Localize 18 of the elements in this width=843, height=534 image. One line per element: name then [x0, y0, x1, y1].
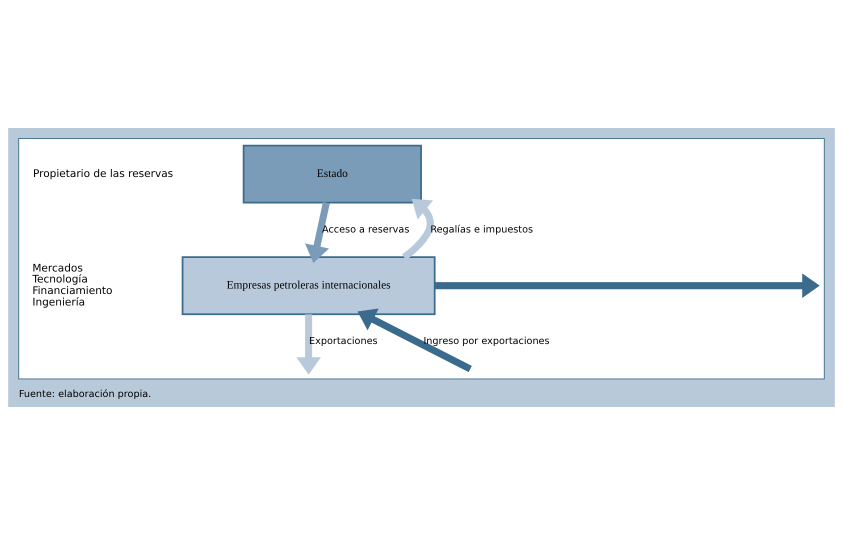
node-box: Empresas petroleras internacionales: [182, 256, 436, 315]
node-box: Estado: [242, 144, 422, 204]
label: Propietario de las reservas: [32, 167, 174, 180]
edge-label: Regalías e impuestos: [430, 224, 534, 235]
edge-label: Acceso a reservas: [322, 224, 410, 235]
arrow: [402, 198, 434, 260]
arrow: [296, 314, 321, 374]
arrow: [358, 308, 472, 372]
node-label: Mercados: [32, 262, 83, 274]
caption: Fuente: elaboración propia.: [18, 388, 152, 400]
node-label: Ingeniería: [32, 296, 86, 308]
cluster: [18, 138, 825, 379]
node-label: Financiamiento: [32, 284, 112, 297]
edge-label: Exportaciones: [309, 335, 378, 346]
arrow: [434, 272, 820, 298]
edge-label: Ingreso por exportaciones: [423, 335, 550, 346]
arrow: [305, 201, 330, 263]
node-label: Tecnología: [32, 273, 88, 286]
